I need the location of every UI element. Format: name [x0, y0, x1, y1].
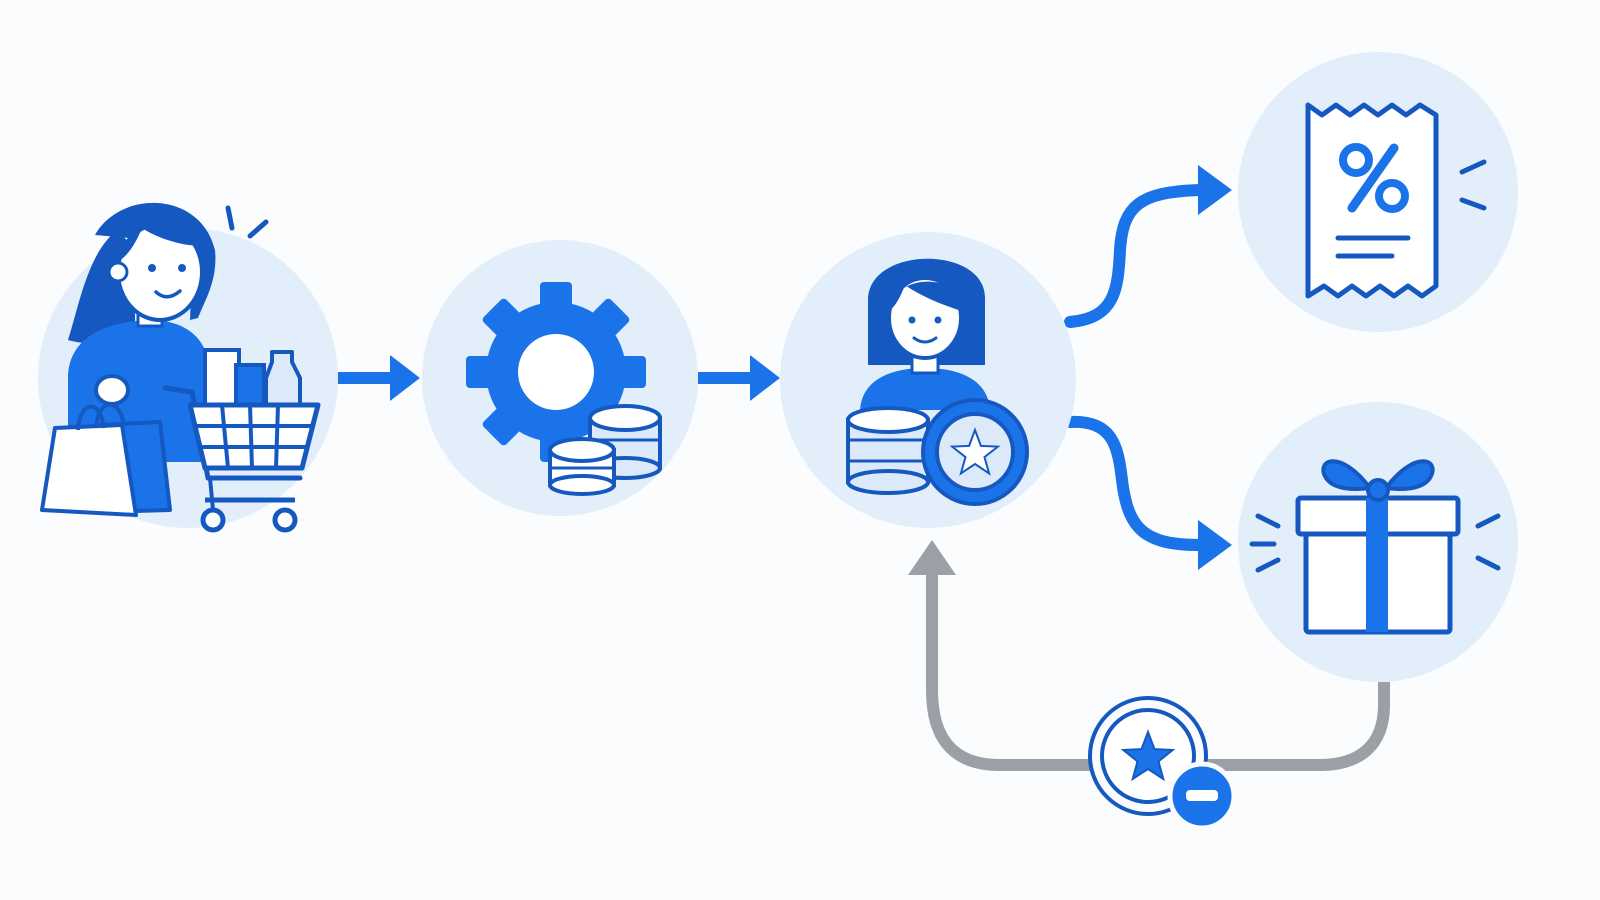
node-shopper	[38, 202, 338, 533]
node-processing	[422, 240, 698, 516]
coin-stack-icon	[548, 404, 662, 496]
gear-tooth	[614, 356, 646, 388]
minus-badge-icon	[1167, 761, 1237, 831]
arrow-member-to-discount	[1064, 165, 1232, 328]
star-points-badge-icon	[921, 398, 1029, 506]
gear-with-coins-icon	[466, 282, 662, 496]
points-deduct-icon	[1088, 696, 1237, 831]
arrow-processing-to-member	[698, 355, 780, 401]
curved-arrow-icon	[1064, 415, 1232, 570]
arrow-member-to-gift	[1064, 415, 1232, 570]
member-with-points-icon	[846, 258, 1029, 506]
arrow-right-icon	[337, 355, 420, 401]
gear-tooth	[482, 403, 525, 446]
gear-tooth	[540, 282, 572, 314]
node-gift	[1238, 402, 1518, 682]
curved-arrow-icon	[1064, 165, 1232, 328]
redeem-return-arrow	[908, 540, 1390, 771]
node-member-points	[780, 232, 1076, 528]
gear-tooth	[482, 298, 525, 341]
shopper-with-cart-icon	[40, 202, 321, 533]
node-discount	[1238, 52, 1518, 332]
gear-hole	[518, 334, 594, 410]
discount-receipt-icon	[1305, 102, 1487, 299]
arrow-right-icon	[698, 355, 780, 401]
gear-tooth	[587, 298, 630, 341]
arrow-shopper-to-processing	[337, 355, 420, 401]
gift-box-icon	[1249, 459, 1501, 635]
coin-stack-icon	[846, 406, 930, 495]
gear-tooth	[466, 356, 498, 388]
